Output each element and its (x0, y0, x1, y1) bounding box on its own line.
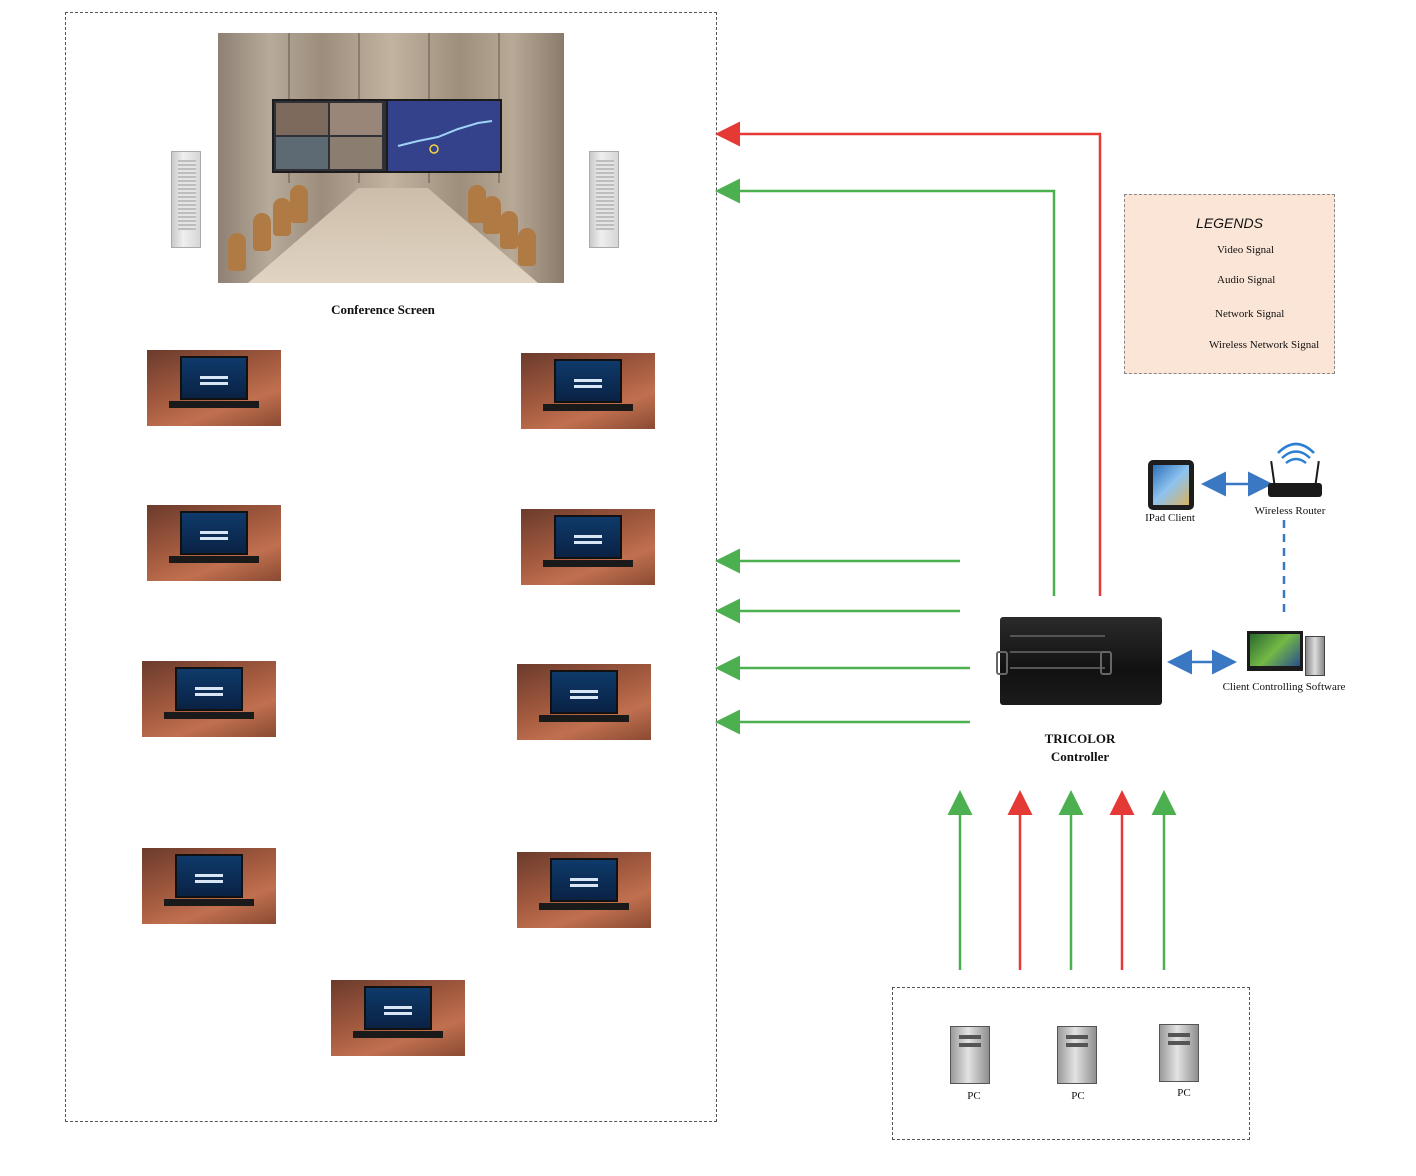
lift-monitor (147, 350, 281, 426)
router-icon (1268, 460, 1322, 497)
speaker-left (171, 151, 201, 248)
controller-label-line2: Controller (1050, 749, 1110, 764)
legend-item-label: Network Signal (1215, 308, 1285, 320)
pc-tower-icon (1159, 1024, 1199, 1082)
ipad-icon (1148, 460, 1194, 510)
speaker-right (589, 151, 619, 248)
pc-tower-icon (1057, 1026, 1097, 1084)
lift-monitor (517, 852, 651, 928)
controller-label-line1: TRICOLOR (1044, 731, 1116, 746)
lift-monitor (521, 353, 655, 429)
tricolor-controller (996, 617, 1162, 705)
pc-group (892, 987, 1250, 1140)
pc-tower-icon (950, 1026, 990, 1084)
legend-box: LEGENDS Video Signal Audio Signal Networ… (1124, 194, 1335, 374)
pc-label: PC (1177, 1087, 1191, 1099)
lift-monitor (331, 980, 465, 1056)
client-monitor-icon (1247, 631, 1303, 671)
pc-label: PC (967, 1090, 981, 1102)
router-label: Wireless Router (1254, 505, 1326, 517)
ipad-label: IPad Client (1145, 512, 1195, 524)
pc-label: PC (1071, 1090, 1085, 1102)
video-call-display (272, 99, 388, 173)
lift-monitor (142, 661, 276, 737)
client-tower-icon (1305, 636, 1325, 676)
legend-title: LEGENDS (1196, 215, 1263, 231)
video-line-to-screen (715, 178, 1056, 596)
presentation-display (386, 99, 502, 173)
conference-screen-label: Conference Screen (331, 302, 435, 317)
lift-monitor (521, 509, 655, 585)
lift-monitor (147, 505, 281, 581)
lift-monitor (517, 664, 651, 740)
lift-monitor (142, 848, 276, 924)
legend-item-label: Wireless Network Signal (1209, 339, 1320, 351)
legend-item-label: Audio Signal (1217, 274, 1276, 286)
legend-item-label: Video Signal (1217, 244, 1275, 256)
client-software-label: Client Controlling Software (1222, 681, 1346, 693)
conference-room-photo (218, 33, 564, 283)
audio-line-to-screen (715, 121, 1102, 596)
